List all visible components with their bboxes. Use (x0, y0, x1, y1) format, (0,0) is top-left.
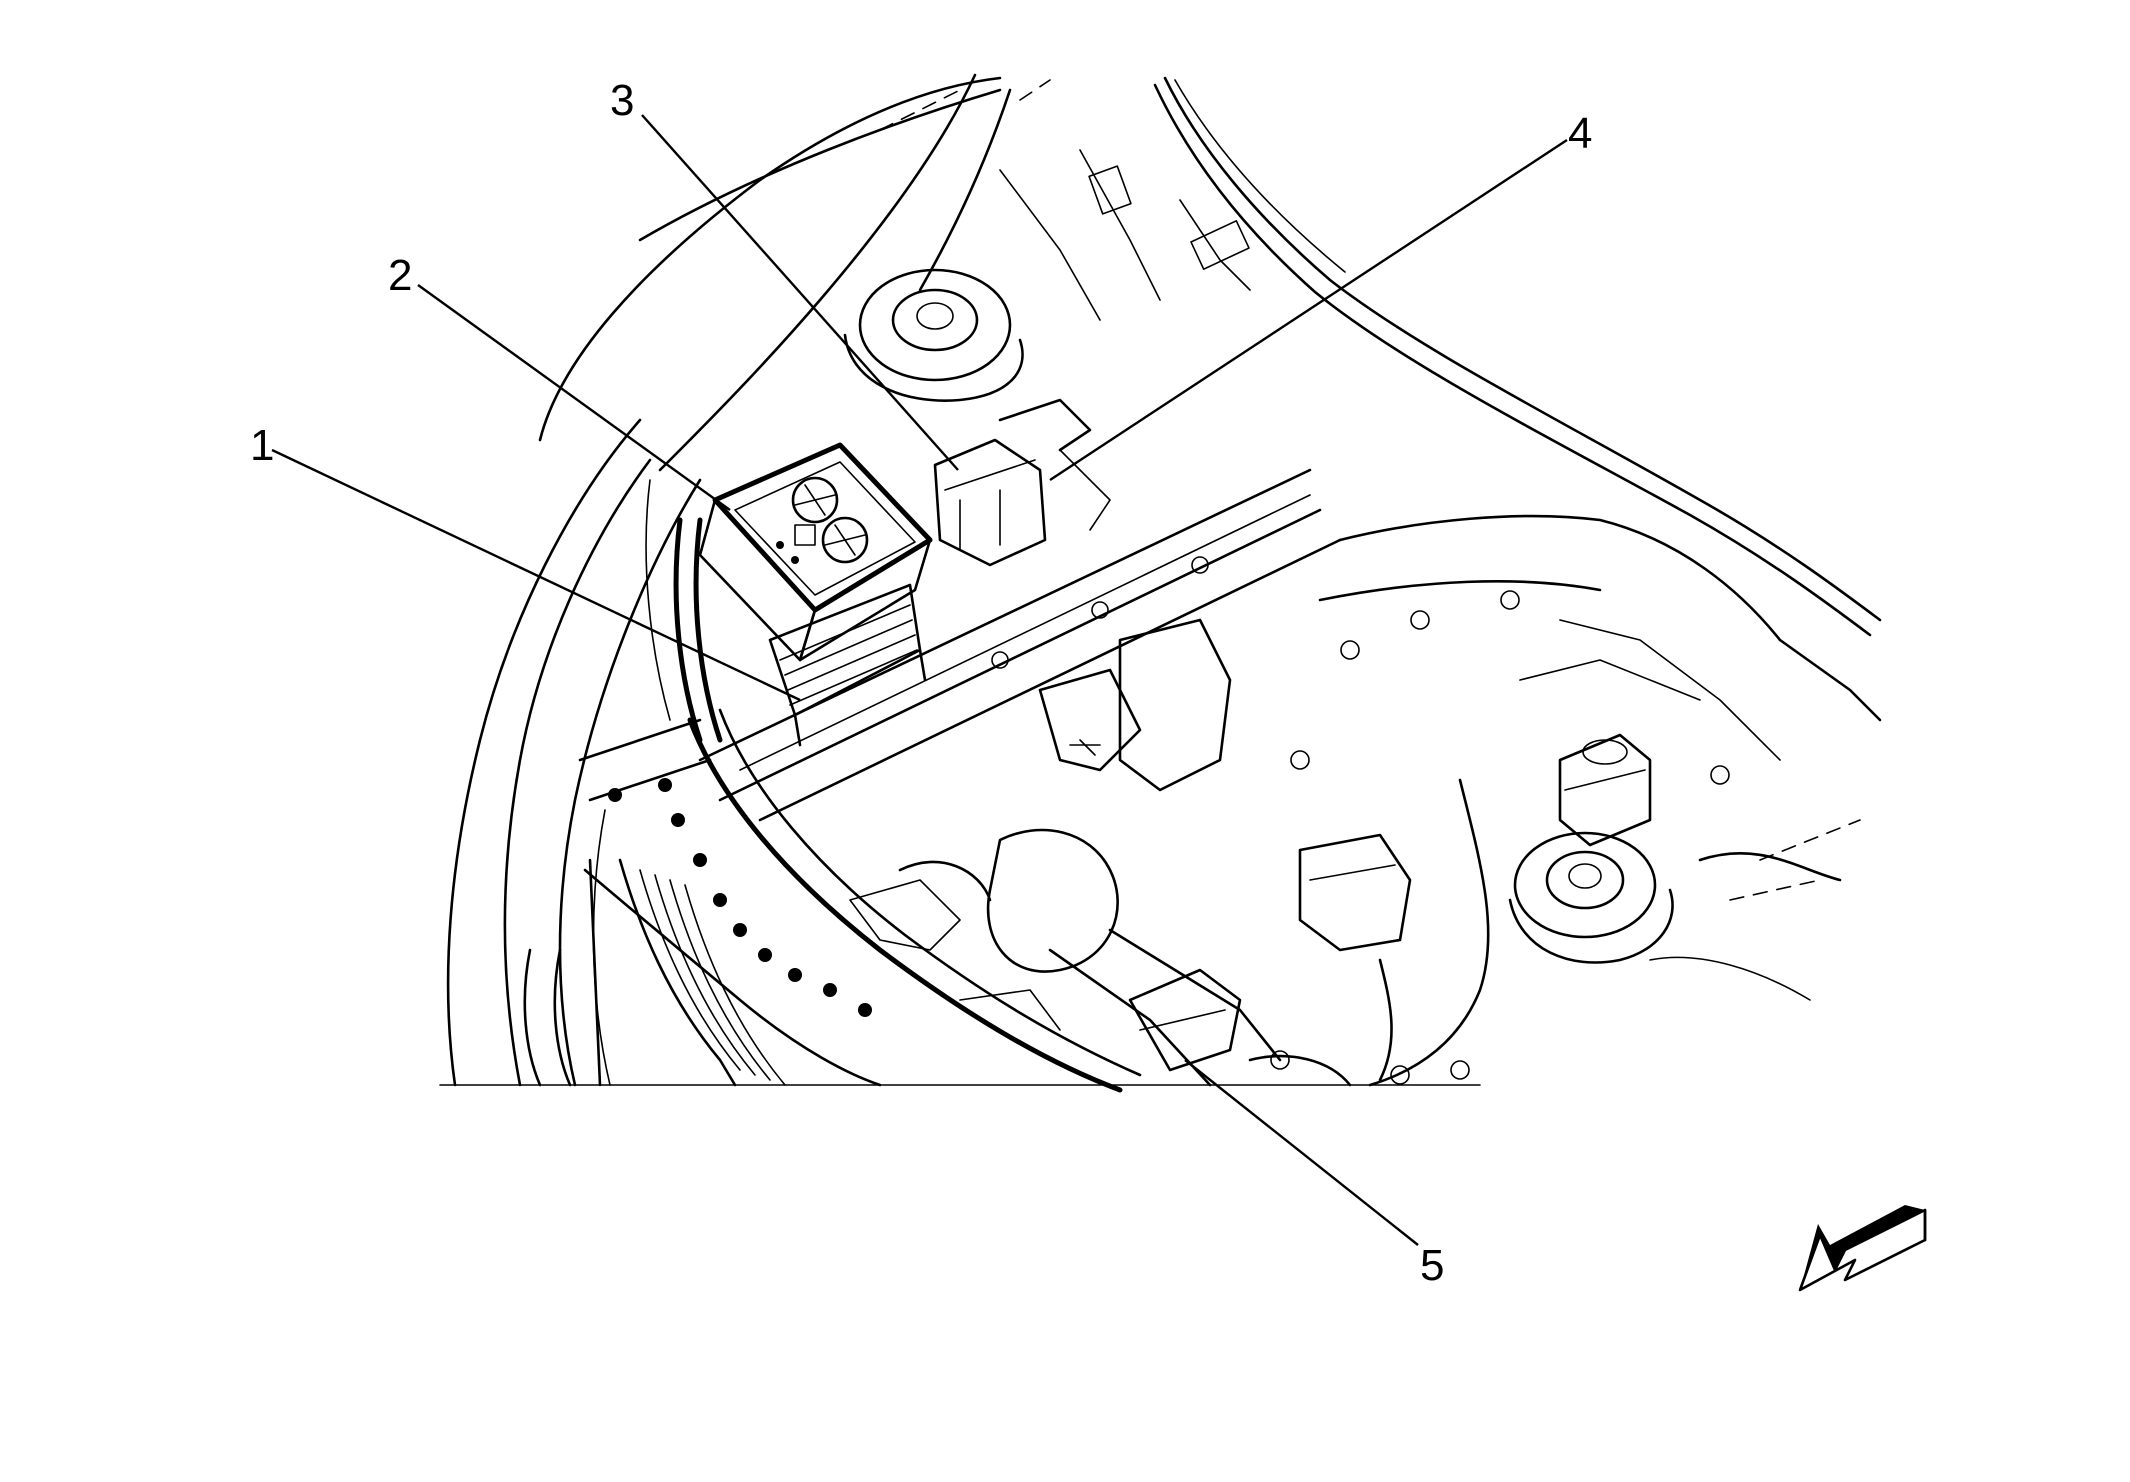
leader-2 (417, 284, 731, 511)
leader-3 (641, 114, 959, 471)
crossmember-holes (608, 778, 872, 1017)
callout-2: 2 (388, 251, 412, 300)
callout-leaders (271, 114, 1568, 1246)
callout-4: 4 (1568, 109, 1592, 158)
callout-5: 5 (1420, 1241, 1444, 1290)
callout-3: 3 (610, 76, 634, 125)
engine-compartment-illustration (439, 73, 1882, 1093)
leader-4 (1049, 138, 1568, 482)
front-direction-arrow-icon (1798, 1205, 1927, 1292)
leader-5 (1184, 1059, 1419, 1246)
callout-labels: 1 2 3 4 5 (250, 76, 1592, 1290)
callout-1: 1 (250, 421, 274, 470)
fuse-block-lid (698, 442, 933, 662)
leader-1 (271, 448, 801, 702)
module-body (768, 583, 927, 747)
